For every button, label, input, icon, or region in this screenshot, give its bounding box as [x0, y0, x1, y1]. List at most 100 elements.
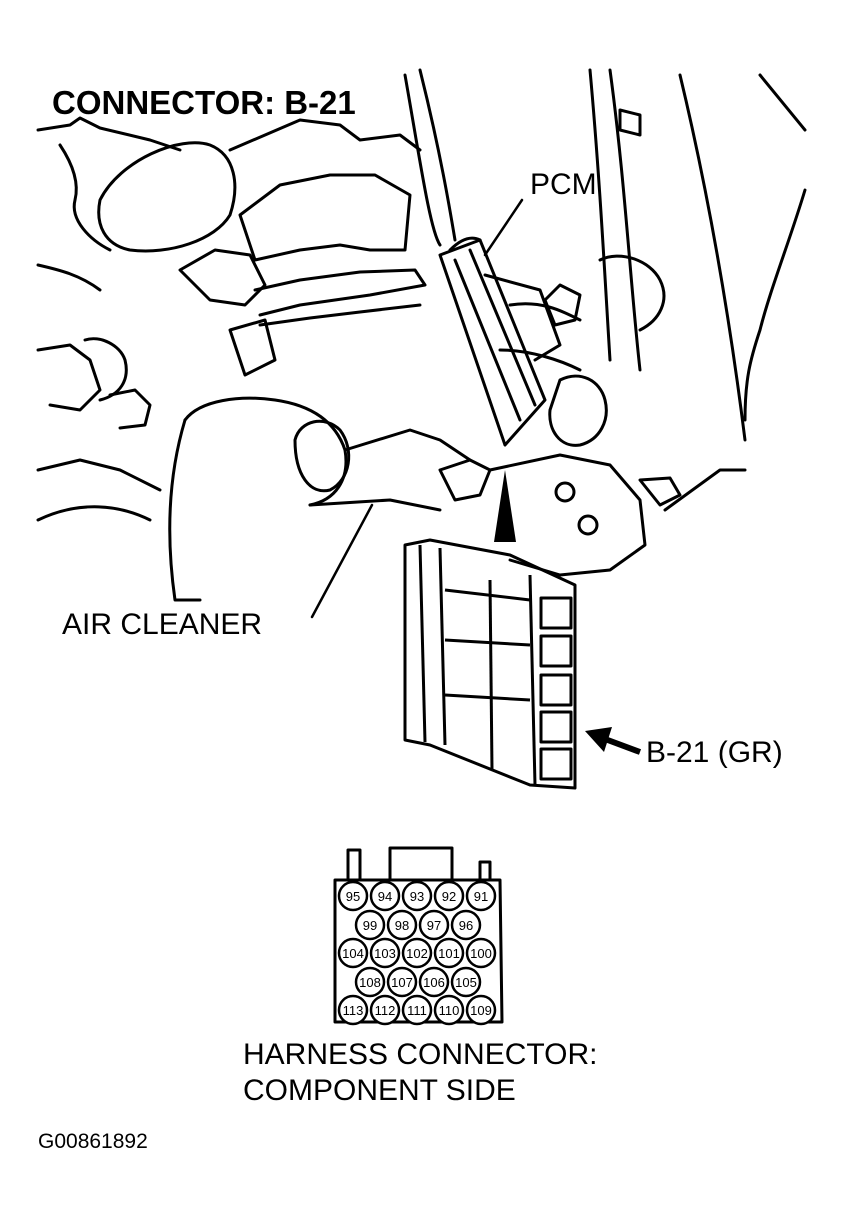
connector-pin: 109	[465, 994, 497, 1026]
harness-connector-outline	[333, 846, 504, 1024]
left-bolt	[108, 388, 152, 430]
connector-pin-circle	[337, 994, 369, 1026]
air-cleaner-right	[343, 428, 472, 462]
connector-arrow	[585, 727, 642, 755]
engine-outline-left-2	[36, 263, 102, 292]
harness-caption-line1: HARNESS CONNECTOR:	[243, 1038, 598, 1071]
connector-pin-label: 103	[374, 946, 396, 961]
connector-pin: 110	[433, 994, 465, 1026]
bracket-bolt-right	[638, 476, 682, 507]
connector-pin: 113	[337, 994, 369, 1026]
left-hose	[36, 458, 162, 492]
connector-pin: 108	[354, 966, 386, 998]
connector-pin: 104	[337, 937, 369, 969]
connector-pin-circle	[433, 994, 465, 1026]
body-pillar-2	[608, 68, 642, 372]
bracket-hole-2	[577, 514, 599, 536]
engine-outline-upper	[228, 118, 422, 152]
connector-pin-circle	[401, 937, 433, 969]
body-edge-right	[743, 188, 807, 422]
left-bracket	[36, 343, 102, 412]
connector-pin: 98	[386, 909, 418, 941]
figure-id: G00861892	[38, 1130, 148, 1153]
connector-pin: 94	[369, 880, 401, 912]
connector-pin-label: 108	[359, 975, 381, 990]
air-cleaner-label: AIR CLEANER	[62, 608, 263, 641]
connector-pin-circle	[369, 994, 401, 1026]
air-cleaner-top	[183, 396, 348, 507]
connector-pin: 105	[450, 966, 482, 998]
connector-pin: 99	[354, 909, 386, 941]
air-cleaner-clip	[228, 318, 277, 377]
harness-wire-1	[403, 73, 442, 247]
pcm-label: PCM	[530, 168, 597, 201]
body-edge-top	[758, 73, 807, 132]
connector-pin: 91	[465, 880, 497, 912]
connector-pin-circle	[418, 966, 450, 998]
connector-pin-label: 113	[343, 1003, 364, 1018]
connector-ref-label: B-21 (GR)	[646, 736, 783, 769]
connector-pin-label: 98	[395, 918, 409, 933]
connector-pin-label: 101	[438, 946, 460, 961]
air-box-upper	[238, 173, 412, 262]
connector-pin-label: 100	[470, 946, 492, 961]
connector-pin-circle	[433, 937, 465, 969]
body-bolt-top	[618, 108, 642, 137]
body-edge-lower	[663, 468, 747, 512]
connector-pin-label: 106	[423, 975, 445, 990]
intake-duct	[253, 268, 427, 317]
connector-pin-circle	[369, 937, 401, 969]
harness-wire-2	[418, 68, 457, 242]
connector-pin-label: 93	[410, 889, 424, 904]
connector-pin-label: 97	[427, 918, 441, 933]
intake-duct-lower	[258, 303, 422, 327]
hose-clamp	[178, 248, 267, 307]
connector-pin: 103	[369, 937, 401, 969]
connector-pin-label: 109	[470, 1003, 492, 1018]
connector-pin: 93	[401, 880, 433, 912]
connector-pin-label: 104	[342, 946, 364, 961]
engine-outline-top	[36, 116, 182, 152]
connector-pin-circle	[386, 966, 418, 998]
connector-pin-label: 105	[455, 975, 477, 990]
connector-pin-label: 95	[346, 889, 360, 904]
pointer-triangle	[494, 470, 516, 542]
body-bracket-mid	[598, 254, 666, 332]
connector-pin-circle	[337, 937, 369, 969]
connector-pin: 100	[465, 937, 497, 969]
connector-pin-circle	[337, 880, 369, 912]
connector-pin-circle	[354, 909, 386, 941]
connector-pin: 102	[401, 937, 433, 969]
connector-pin-label: 92	[442, 889, 456, 904]
connector-pin-circle	[418, 909, 450, 941]
connector-pin: 107	[386, 966, 418, 998]
pcm-leader-line	[483, 198, 524, 257]
connector-pin: 111	[401, 994, 433, 1026]
connector-pin-circle	[433, 880, 465, 912]
connector-pin-label: 99	[363, 918, 377, 933]
connector-pin-label: 96	[459, 918, 473, 933]
connector-pin: 97	[418, 909, 450, 941]
connector-pin: 92	[433, 880, 465, 912]
connector-pin: 101	[433, 937, 465, 969]
connector-pin-label: 110	[439, 1003, 460, 1018]
connector-pin: 112	[369, 994, 401, 1026]
pcm-bracket	[488, 453, 647, 577]
left-hose-lower	[36, 505, 152, 522]
connector-pin-circle	[369, 880, 401, 912]
page-title: CONNECTOR: B-21	[52, 84, 356, 121]
connector-pin-label: 91	[474, 889, 488, 904]
air-cleaner-leader-line	[310, 503, 374, 619]
air-cleaner-left-side	[168, 418, 202, 602]
connector-pin-circle	[401, 880, 433, 912]
connector-pin-circle	[465, 880, 497, 912]
bracket-hole-1	[554, 481, 576, 503]
connector-pin: 95	[337, 880, 369, 912]
connector-pin: 106	[418, 966, 450, 998]
connector-pin-circle	[465, 994, 497, 1026]
body-pillar-3	[678, 73, 747, 442]
connector-pin-label: 102	[406, 946, 428, 961]
connector-pin-circle	[465, 937, 497, 969]
